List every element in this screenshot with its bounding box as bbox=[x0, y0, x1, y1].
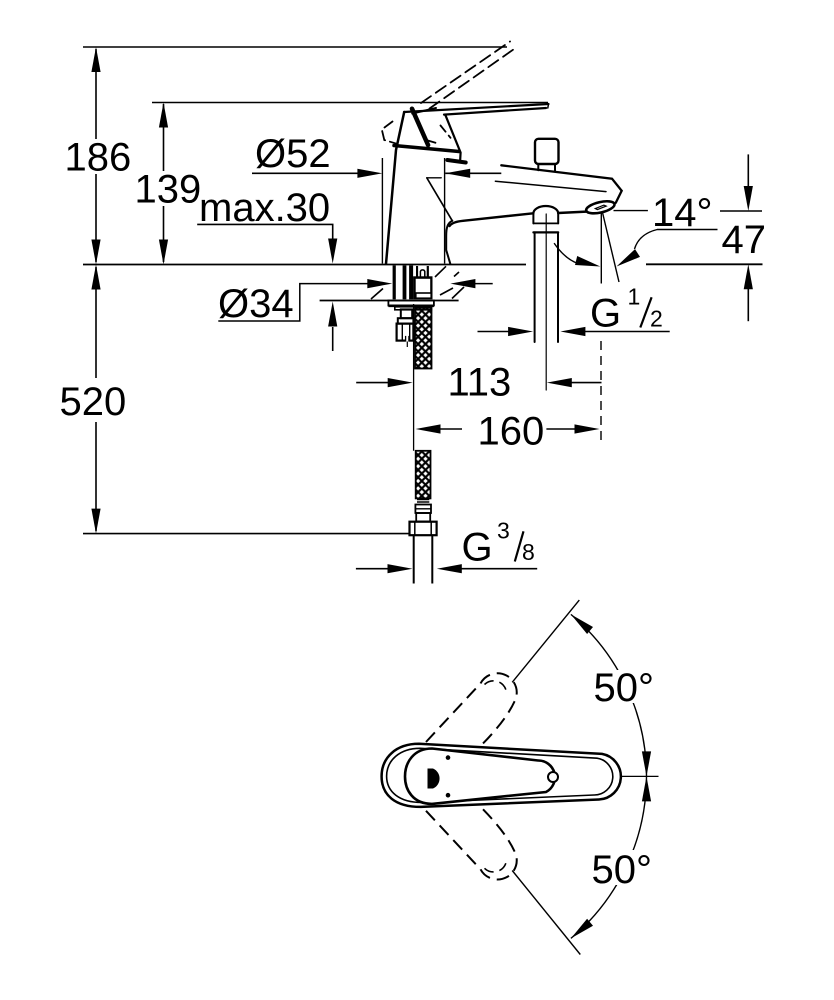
svg-text:8: 8 bbox=[522, 539, 535, 565]
svg-text:G: G bbox=[590, 292, 621, 336]
svg-text:139: 139 bbox=[135, 168, 202, 212]
svg-text:113: 113 bbox=[448, 361, 512, 405]
svg-text:160: 160 bbox=[478, 410, 545, 454]
svg-text:max.30: max.30 bbox=[199, 186, 330, 230]
svg-text:50°: 50° bbox=[594, 666, 655, 710]
svg-text:1: 1 bbox=[628, 284, 641, 310]
svg-text:2: 2 bbox=[650, 306, 663, 332]
svg-text:186: 186 bbox=[65, 136, 132, 180]
svg-text:G: G bbox=[462, 526, 493, 570]
svg-text:Ø52: Ø52 bbox=[255, 132, 331, 176]
svg-text:520: 520 bbox=[60, 380, 127, 424]
svg-text:3: 3 bbox=[497, 517, 510, 543]
svg-text:50°: 50° bbox=[592, 848, 653, 892]
svg-text:Ø34: Ø34 bbox=[218, 282, 294, 326]
svg-text:14°: 14° bbox=[652, 191, 713, 235]
svg-text:47: 47 bbox=[722, 218, 767, 262]
